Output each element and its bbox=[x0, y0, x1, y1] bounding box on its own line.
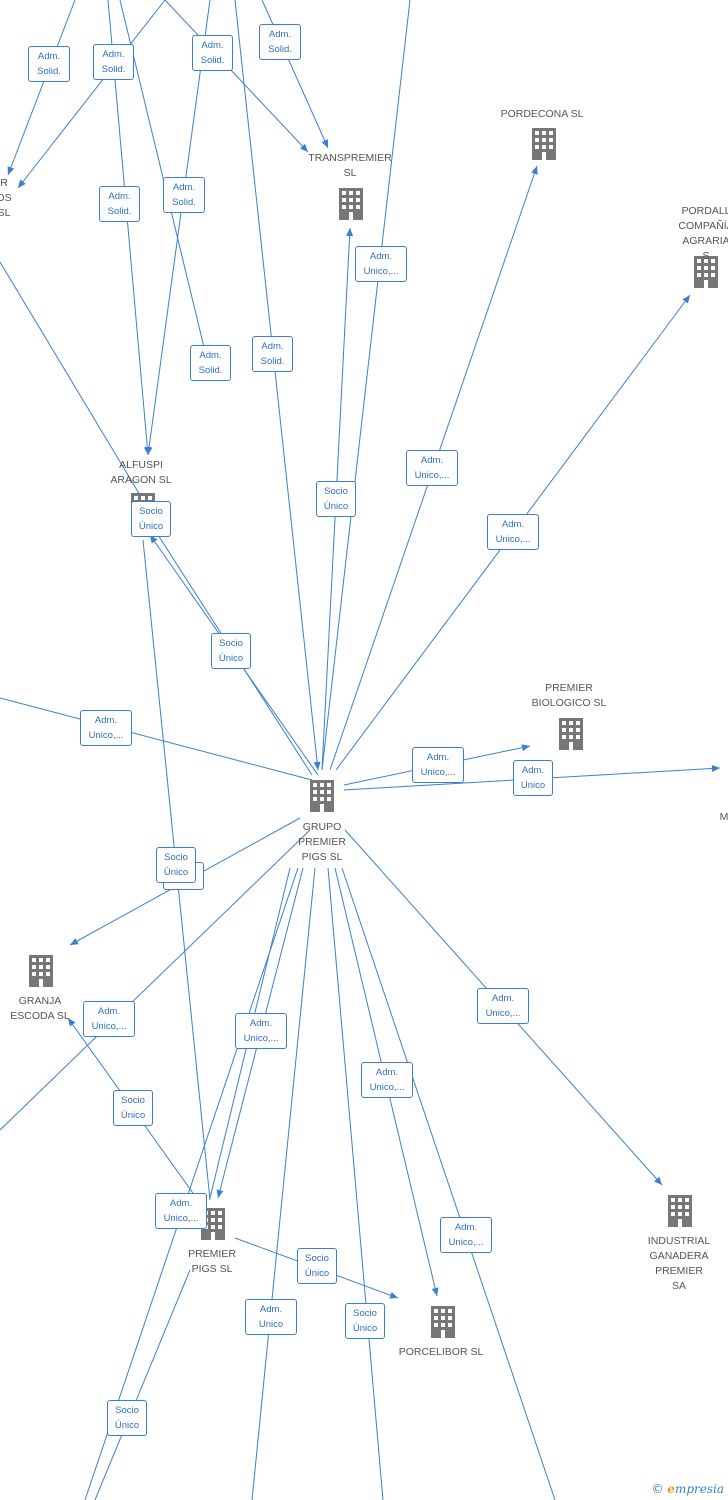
edge-arrowhead bbox=[145, 446, 153, 455]
edge-line bbox=[7, 0, 76, 176]
edge-label: Adm. Unico,... bbox=[477, 988, 529, 1024]
edge-arrowhead bbox=[346, 228, 354, 237]
edge-line bbox=[261, 0, 329, 149]
node-label-grupo-premier-pigs[interactable]: GRUPO PREMIER PIGS SL bbox=[298, 821, 346, 863]
edge-label: Adm. Unico,... bbox=[487, 514, 539, 550]
node-label-pordecona[interactable]: PORDECONA SL bbox=[500, 108, 584, 120]
edge-arrowhead bbox=[389, 1291, 398, 1299]
edge-arrowhead bbox=[70, 938, 79, 945]
edge-label: Adm. Unico,... bbox=[235, 1013, 287, 1049]
edge-arrowhead bbox=[150, 535, 158, 544]
edge-line bbox=[0, 697, 313, 781]
edge-line bbox=[147, 0, 211, 456]
edge-label: Socio Único bbox=[316, 481, 356, 517]
edge-label: Adm. Unico,... bbox=[355, 246, 407, 282]
edge-arrowhead bbox=[521, 744, 530, 752]
edge-arrowhead bbox=[7, 166, 15, 175]
edge-label: Socio Único bbox=[131, 501, 171, 537]
node-label-alfuspi-aragon[interactable]: ALFUSPI ARAGON SL bbox=[110, 459, 172, 486]
edge-label: Adm. Solid. bbox=[190, 345, 231, 381]
edge-line bbox=[94, 1269, 191, 1500]
edge-line bbox=[251, 867, 316, 1500]
building-icon bbox=[310, 780, 334, 812]
edge-label: Adm. Solid. bbox=[192, 35, 233, 71]
edge-label: Adm. Solid. bbox=[99, 186, 140, 222]
empresia-watermark: © empresia bbox=[651, 1482, 724, 1496]
edge-line bbox=[164, 0, 309, 153]
edge-line bbox=[84, 867, 299, 1500]
edge-label: Adm. Unico,... bbox=[440, 1217, 492, 1253]
node-label-industrial-ganadera[interactable]: INDUSTRIAL GANADERA PREMIER SA bbox=[647, 1235, 711, 1292]
building-icon bbox=[29, 955, 53, 987]
edge-label: Socio Único bbox=[107, 1400, 147, 1436]
edge-arrowhead bbox=[68, 1018, 76, 1027]
edge-arrowhead bbox=[216, 1189, 224, 1198]
edge-arrowhead bbox=[682, 295, 690, 304]
edge-label: Socio Único bbox=[345, 1303, 385, 1339]
edge-arrowhead bbox=[711, 764, 720, 772]
edge-label: Adm. Unico bbox=[513, 760, 553, 796]
edge-line bbox=[17, 0, 166, 189]
node-label-partial-left[interactable]: R OS SL bbox=[0, 177, 12, 219]
building-icon bbox=[431, 1306, 455, 1338]
edge-label: Adm. Solid. bbox=[163, 177, 205, 213]
edge-arrowhead bbox=[313, 761, 321, 770]
edge-arrowhead bbox=[321, 139, 328, 148]
edge-arrowhead bbox=[531, 166, 538, 175]
edge-label: Adm. Unico bbox=[245, 1299, 297, 1335]
edge-arrowhead bbox=[431, 1287, 439, 1296]
edge-label: Socio Único bbox=[113, 1090, 153, 1126]
edge-arrowhead bbox=[299, 143, 308, 152]
edge-line bbox=[0, 829, 311, 1131]
building-icon bbox=[339, 188, 363, 220]
edge-label: Adm. Solid. bbox=[252, 336, 293, 372]
edge-label: Adm. Unico,... bbox=[361, 1062, 413, 1098]
building-icon bbox=[559, 718, 583, 750]
node-label-premier-pigs[interactable]: PREMIER PIGS SL bbox=[188, 1248, 236, 1275]
building-icon bbox=[532, 128, 556, 160]
edge-line bbox=[341, 867, 556, 1500]
edge-label: Adm. Solid. bbox=[93, 44, 134, 80]
edge-arrowhead bbox=[654, 1176, 662, 1185]
edge-label: Socio Único bbox=[211, 633, 251, 669]
edge-label: Adm. Unico,... bbox=[83, 1001, 135, 1037]
node-label-granja-escoda[interactable]: GRANJA ESCODA SL bbox=[10, 995, 70, 1022]
edge-line bbox=[234, 0, 319, 771]
building-icon bbox=[668, 1195, 692, 1227]
edge-arrowhead bbox=[18, 179, 26, 188]
edge-label: Adm. Unico,... bbox=[155, 1193, 207, 1229]
edge-label: Adm. Solid. bbox=[259, 24, 301, 60]
edge-line bbox=[0, 261, 144, 501]
node-label-porcelibor[interactable]: PORCELIBOR SL bbox=[398, 1346, 484, 1358]
edge-label: Socio Único bbox=[297, 1248, 337, 1284]
edge-label: Adm. Solid. bbox=[28, 46, 70, 82]
edge-label: Adm. Unico,... bbox=[412, 747, 464, 783]
node-label-transpremier[interactable]: TRANSPREMIER SL bbox=[308, 152, 392, 179]
edge-label: Socio Único bbox=[156, 847, 196, 883]
edge-line bbox=[327, 867, 384, 1500]
edge-label: Adm. Unico,... bbox=[80, 710, 132, 746]
edge-label: Adm. Unico,... bbox=[406, 450, 458, 486]
node-label-premier-biologico[interactable]: PREMIER BIOLOGICO SL bbox=[531, 682, 607, 709]
edge-line bbox=[321, 0, 411, 771]
node-label-partial-right[interactable]: M bbox=[719, 811, 728, 823]
